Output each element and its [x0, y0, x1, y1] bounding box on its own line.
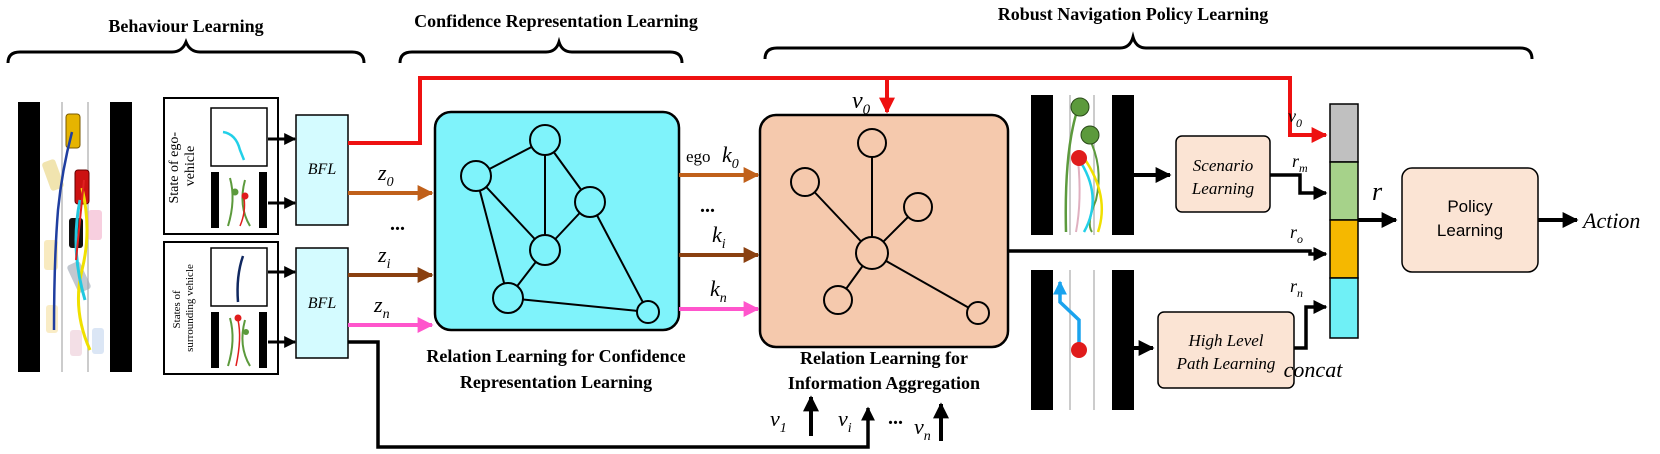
policy-learning-box	[1401, 167, 1539, 273]
highlevel-path-box	[1157, 311, 1295, 389]
concat-label: concat	[1284, 357, 1344, 382]
label-r: r	[1372, 177, 1383, 206]
arrow-rn-to-concat	[1294, 300, 1328, 350]
bracket-confidence	[398, 36, 684, 64]
label-vn: vn	[914, 414, 931, 444]
confidence-caption-line1: Relation Learning for Confidence	[426, 346, 685, 366]
bracket-behaviour	[6, 37, 366, 64]
bfl-box-ego	[295, 114, 349, 226]
section-title-confidence: Confidence Representation Learning	[414, 11, 698, 31]
label-kn: kn	[710, 276, 727, 306]
highlevel-line2: Path Learning	[1176, 354, 1276, 373]
scenario-road	[1031, 95, 1134, 235]
label-k0: k0	[722, 142, 739, 172]
label-v0-top: v0	[852, 88, 871, 118]
label-v-dots: ...	[888, 407, 903, 429]
label-zn: zn	[373, 292, 390, 322]
label-v0-concat: v0	[1288, 106, 1302, 130]
aggregation-caption-line2: Information Aggregation	[788, 373, 980, 393]
concat-vector	[1329, 103, 1359, 339]
aggregation-caption-line1: Relation Learning for	[800, 348, 968, 368]
policy-line1: Policy	[1447, 197, 1493, 216]
arrow-rm-to-concat	[1270, 173, 1328, 200]
policy-line2: Learning	[1437, 221, 1503, 240]
highlevel-road	[1031, 270, 1134, 410]
label-ego: ego	[686, 147, 711, 166]
arrow-ro-to-concat	[1008, 247, 1328, 261]
bfl-label-ego: BFL	[308, 161, 337, 178]
ego-state-label: State of ego- vehicle	[167, 128, 198, 203]
label-z-dots: ...	[390, 213, 405, 235]
section-title-behaviour: Behaviour Learning	[108, 16, 263, 36]
label-ki: ki	[712, 222, 726, 252]
scenario-line1: Scenario	[1193, 156, 1253, 175]
arrow-bfl-to-vi	[348, 340, 875, 449]
label-k-dots: ...	[700, 195, 715, 217]
scenario-line2: Learning	[1191, 179, 1254, 198]
aggregation-relation-box	[758, 113, 1010, 349]
highlevel-line1: High Level	[1187, 331, 1263, 350]
label-v1: v1	[770, 406, 787, 436]
action-label: Action	[1581, 208, 1640, 233]
section-title-robust: Robust Navigation Policy Learning	[998, 4, 1269, 24]
label-rn: rn	[1290, 276, 1303, 300]
label-z0: z0	[377, 160, 394, 190]
bracket-robust	[763, 31, 1534, 60]
confidence-caption-line2: Representation Learning	[460, 372, 652, 392]
ego-state-input: State of ego- vehicle	[163, 97, 279, 235]
label-vi: vi	[838, 406, 852, 436]
surround-state-label: States of surrounding vehicle	[171, 264, 196, 352]
bfl-box-surround	[295, 247, 349, 359]
surround-state-input: States of surrounding vehicle	[163, 241, 279, 375]
label-ro: ro	[1290, 222, 1303, 246]
arrow-red-v0-to-concat	[348, 76, 1328, 145]
confidence-relation-box	[433, 110, 681, 332]
road-scene-overview	[18, 102, 132, 372]
label-zi: zi	[377, 242, 391, 272]
bfl-label-surround: BFL	[308, 295, 337, 312]
label-rm: rm	[1292, 151, 1308, 175]
